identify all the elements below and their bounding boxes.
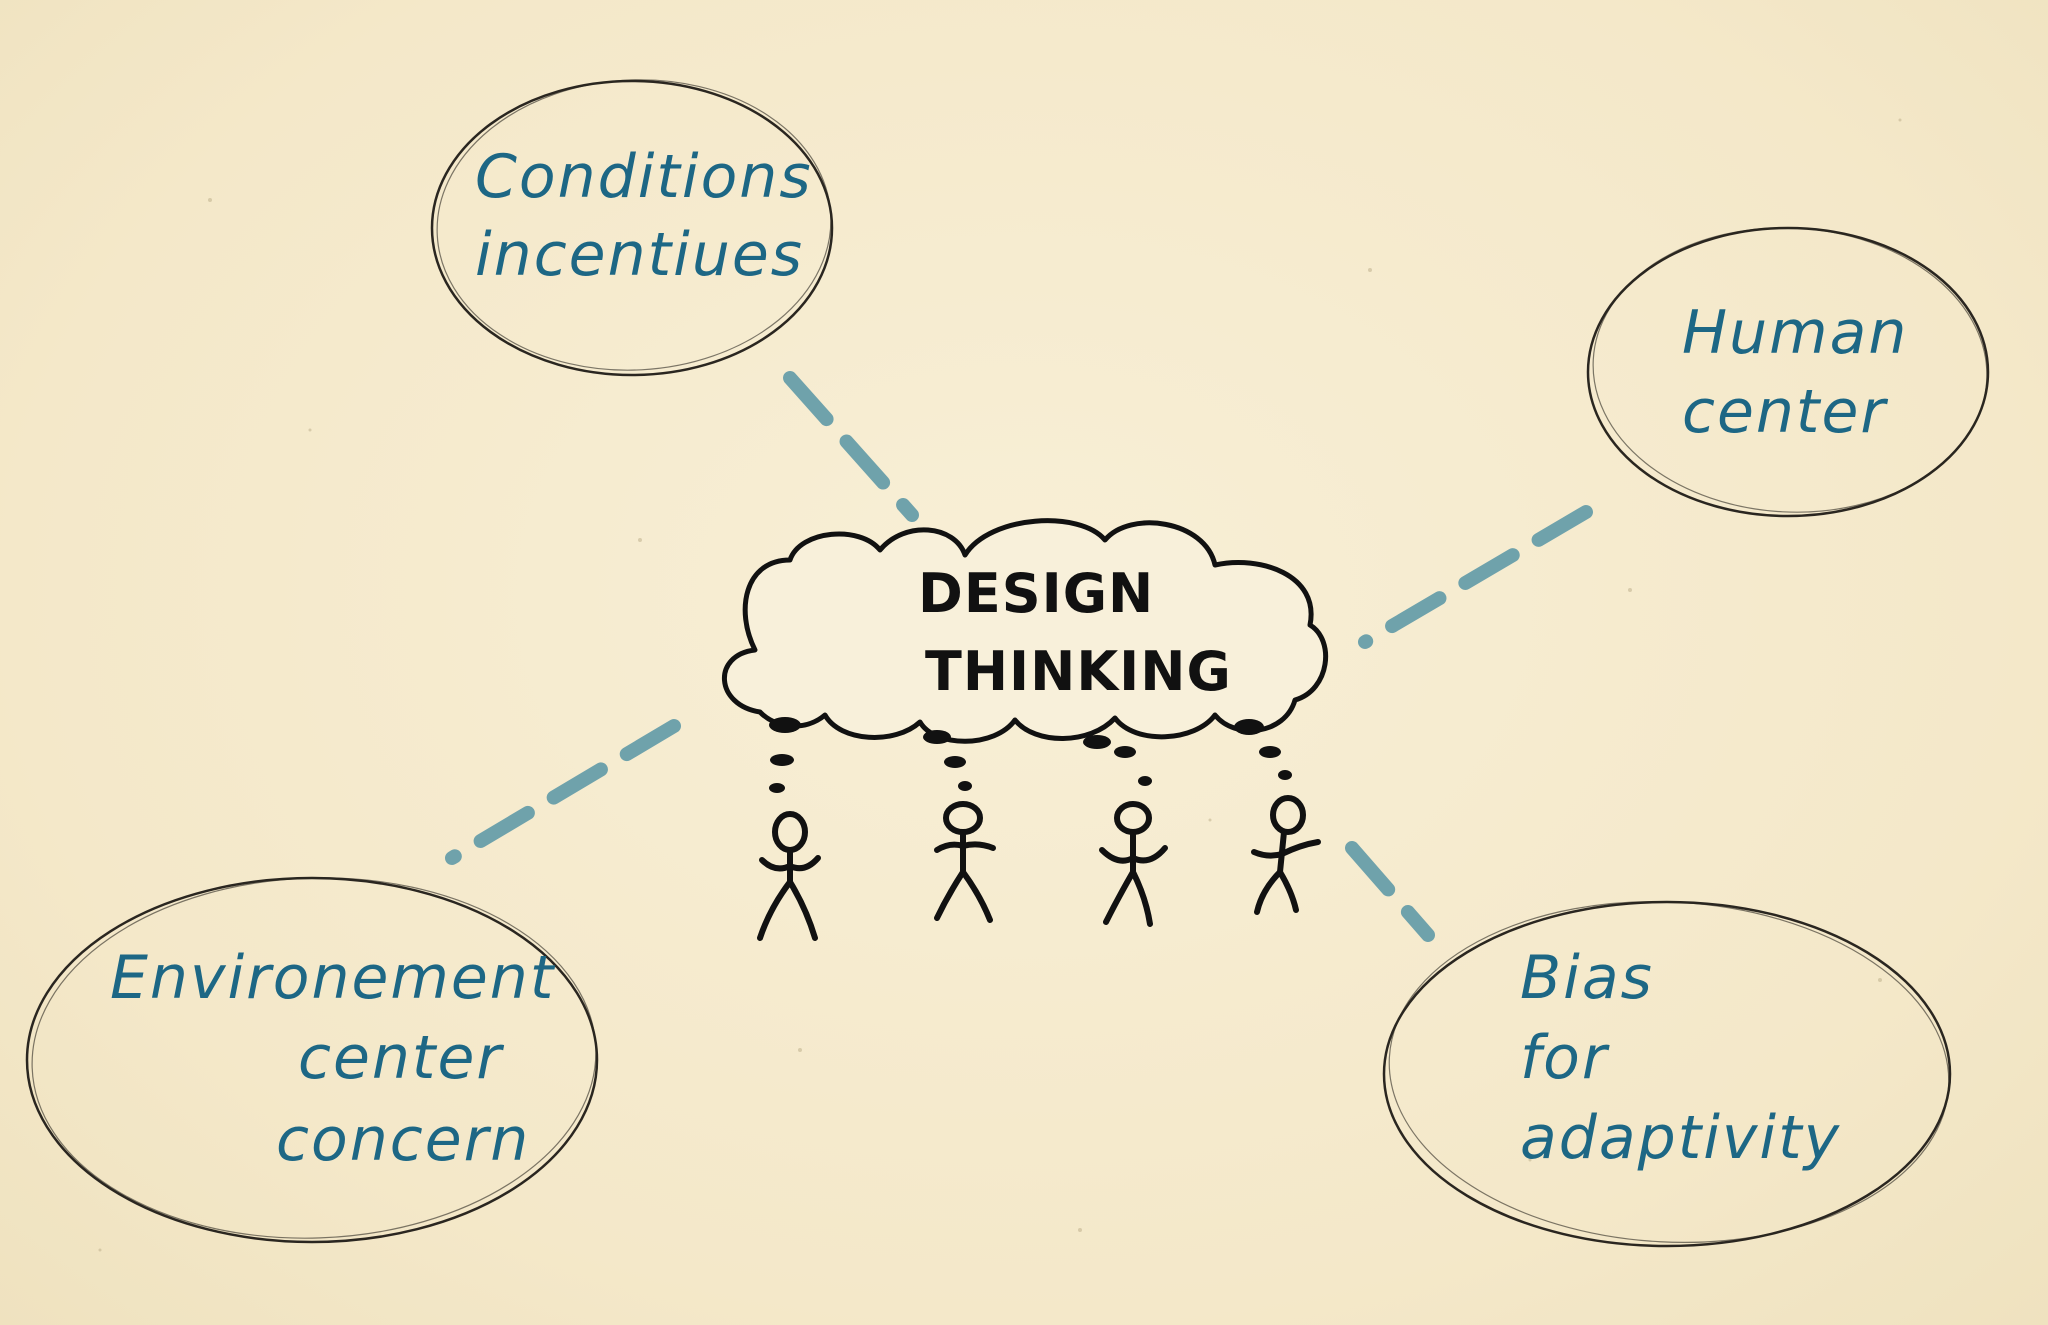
bubble-human: Human center (1586, 218, 1994, 522)
bubble-environment-line3: concern (276, 1105, 530, 1175)
bubble-conditions: Conditions incentiues (430, 70, 839, 380)
bubble-bias-line2: for (1520, 1023, 1610, 1093)
bubble-human-line2: center (1682, 377, 1888, 447)
connector-bias (1352, 848, 1428, 935)
bubble-environment-line2: center (298, 1023, 504, 1093)
bubble-environment: Environement center concern (26, 868, 602, 1247)
cloud-title-line1: DESIGN (918, 562, 1154, 625)
people-figures (760, 798, 1318, 938)
bubble-conditions-line1: Conditions (475, 142, 813, 212)
bubble-conditions-line2: incentiues (475, 220, 804, 290)
bubble-environment-line1: Environement (110, 943, 556, 1013)
cloud-title-line2: THINKING (925, 640, 1232, 703)
connector-human (1365, 512, 1586, 642)
bubble-human-line1: Human (1682, 298, 1908, 368)
bubble-bias-line1: Bias (1520, 943, 1654, 1013)
thought-cloud: DESIGN THINKING (724, 521, 1325, 742)
bubble-bias-outline (1384, 902, 1950, 1246)
bubble-human-outline (1588, 228, 1988, 516)
bubble-bias: Bias for adaptivity (1380, 888, 1957, 1257)
person-icon (1102, 804, 1165, 924)
connector-environment (452, 726, 674, 858)
person-icon (937, 804, 993, 920)
connector-conditions (790, 378, 912, 515)
cloud-outline (724, 521, 1325, 742)
person-icon (1254, 798, 1318, 912)
person-icon (760, 814, 818, 938)
bubble-bias-line3: adaptivity (1520, 1103, 1841, 1173)
